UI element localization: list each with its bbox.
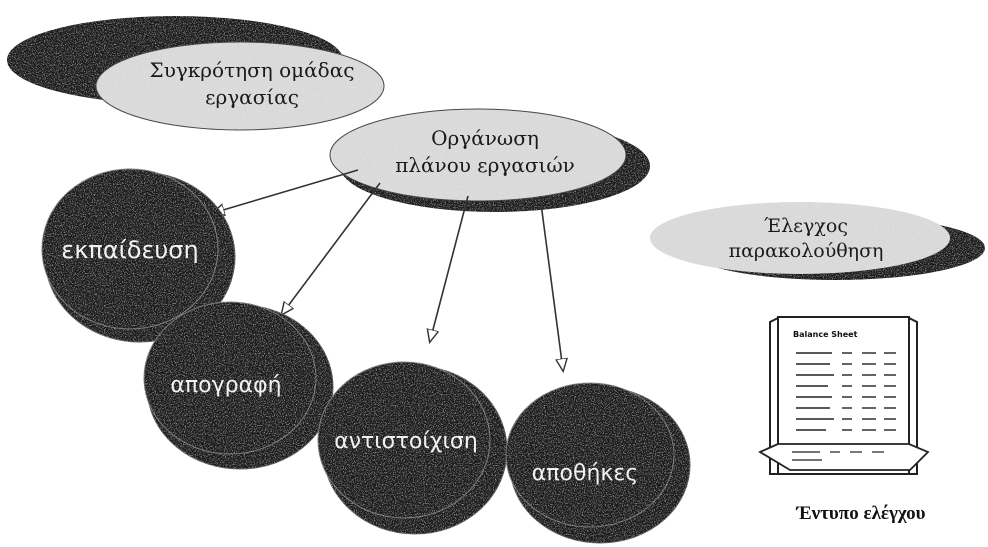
control-ellipse: Έλεγχος παρακολούθηση bbox=[650, 202, 985, 280]
control-label-line1: Έλεγχος bbox=[764, 215, 848, 237]
matching-label: αντιστοίχιση bbox=[334, 429, 478, 454]
inventory-disc: απογραφή bbox=[144, 302, 333, 469]
plan-label-line2: πλάνου εργασιών bbox=[395, 153, 575, 177]
plan-ellipse: Οργάνωση πλάνου εργασιών bbox=[330, 109, 650, 212]
sheet-caption: Έντυπο ελέγχου bbox=[756, 503, 966, 525]
training-label: εκπαίδευση bbox=[61, 236, 198, 264]
inventory-label: απογραφή bbox=[170, 373, 281, 398]
arrow-to-warehouses bbox=[540, 196, 563, 370]
balance-sheet-icon: Balance Sheet bbox=[760, 317, 928, 474]
arrow-to-inventory bbox=[282, 183, 380, 314]
control-label-line2: παρακολούθηση bbox=[729, 240, 884, 262]
warehouses-label: αποθήκες bbox=[532, 461, 638, 486]
arrow-to-training bbox=[213, 170, 358, 213]
team-label-line2: εργασίας bbox=[205, 85, 299, 109]
arrow-to-matching bbox=[430, 196, 468, 341]
warehouses-disc: αποθήκες bbox=[506, 383, 690, 543]
team-label-line1: Συγκρότηση ομάδας bbox=[150, 58, 355, 82]
plan-label-line1: Οργάνωση bbox=[431, 126, 539, 150]
sheet-title: Balance Sheet bbox=[793, 330, 858, 339]
team-ellipse: Συγκρότηση ομάδας εργασίας bbox=[7, 16, 384, 130]
matching-disc: αντιστοίχιση bbox=[318, 362, 507, 534]
